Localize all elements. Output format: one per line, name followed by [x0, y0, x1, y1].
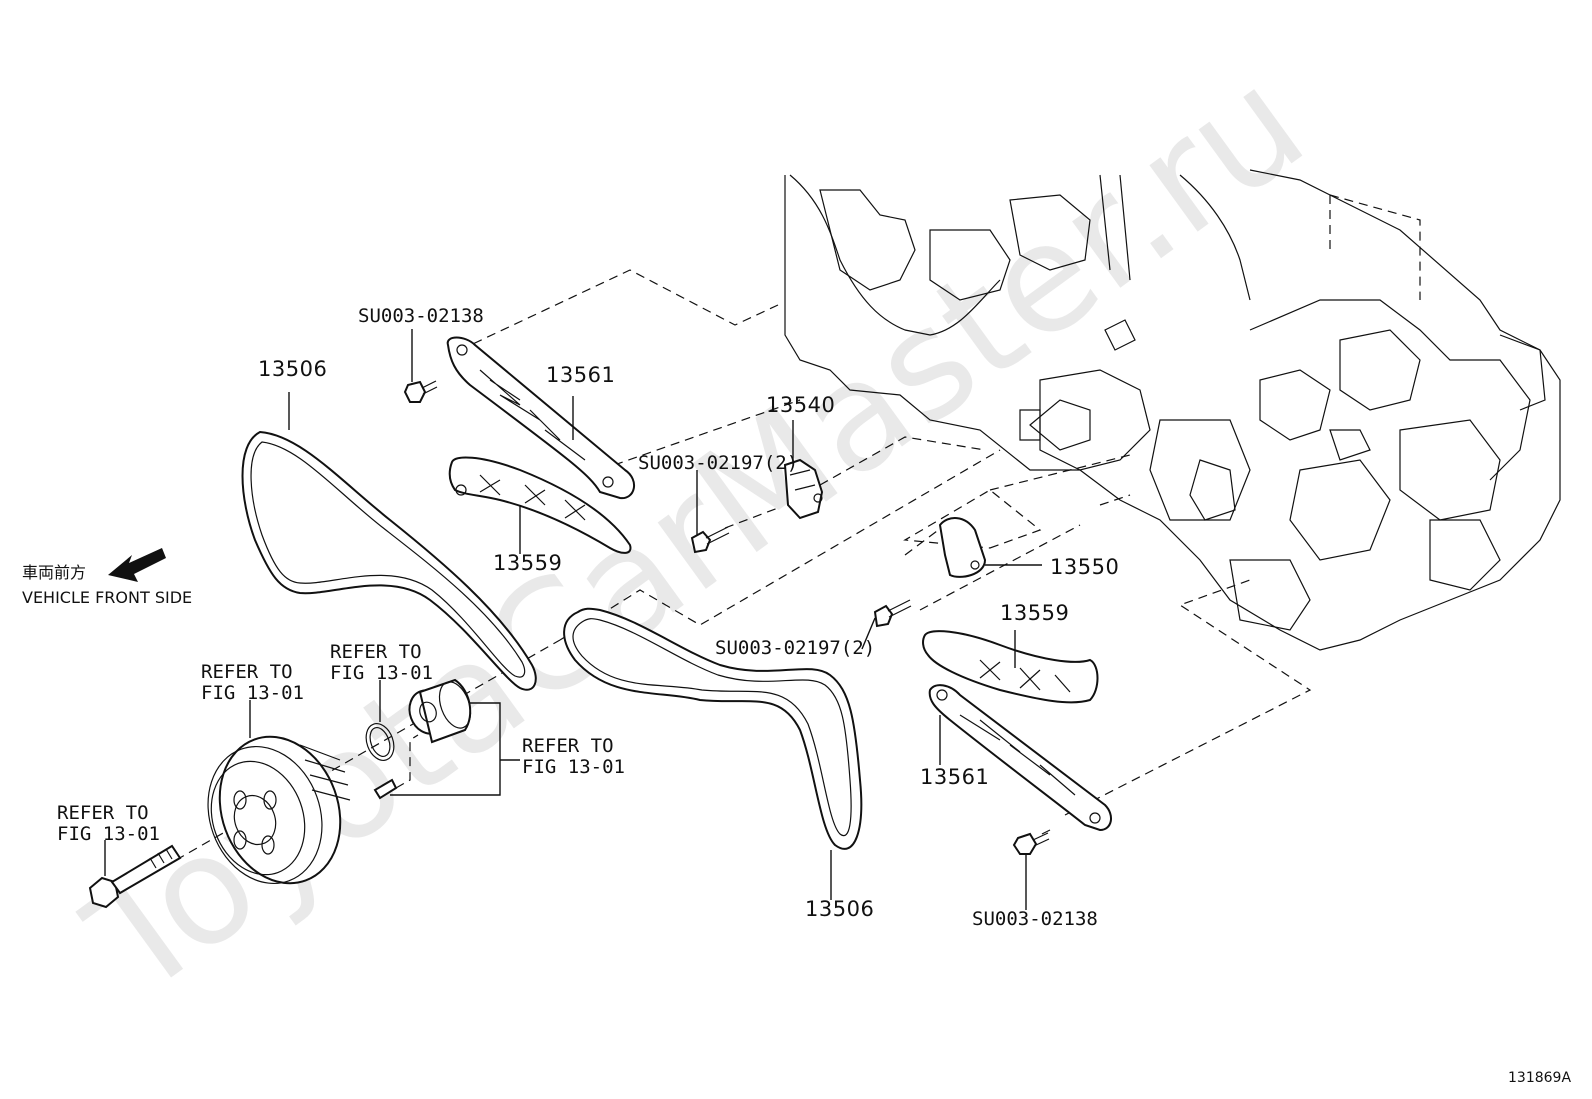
callout-su003-02197-mid: SU003-02197(2): [715, 637, 875, 659]
crankshaft-bolt: [88, 844, 182, 909]
refer-pulley-line1: REFER TO: [201, 661, 293, 683]
timing-chain-13506-right: [563, 607, 863, 850]
front-direction-arrow-icon: [108, 548, 166, 582]
callout-13559-top: 13559: [493, 551, 562, 575]
chain-guide-13559-lower: [922, 630, 1099, 704]
refer-pulley-line2: FIG 13-01: [201, 682, 304, 704]
refer-bolt-line1: REFER TO: [57, 802, 149, 824]
direction-label-en: VEHICLE FRONT SIDE: [22, 588, 192, 607]
refer-idler-line1: REFER TO: [522, 735, 614, 757]
o-ring: [365, 723, 395, 761]
crankshaft-sprocket: [408, 678, 472, 744]
callout-13561-bottom: 13561: [920, 765, 989, 789]
callout-13550: 13550: [1050, 555, 1119, 579]
crankshaft-pulley: [207, 735, 351, 885]
bolt-su003-02138-bottom: [1012, 832, 1050, 855]
refer-bolt-line2: FIG 13-01: [57, 823, 160, 845]
bolt-su003-02197-top: [690, 526, 730, 554]
callout-13506-bottom: 13506: [805, 897, 874, 921]
tensioner-lever-13550: [938, 517, 987, 578]
callout-13506-top: 13506: [258, 357, 327, 381]
callout-su003-02197-top: SU003-02197(2): [638, 452, 798, 474]
direction-label-jp: 車両前方: [22, 563, 86, 582]
timing-chain-13506-left: [241, 430, 537, 691]
refer-idler-line2: FIG 13-01: [522, 756, 625, 778]
woodruff-key: [373, 734, 419, 800]
bolt-su003-02138-top: [403, 380, 438, 403]
callout-13561-top: 13561: [546, 363, 615, 387]
chain-guide-13559-upper: [448, 456, 632, 554]
callout-su003-02138-bottom: SU003-02138: [972, 908, 1098, 930]
chain-tensioner-13540: [783, 458, 824, 520]
refer-oring-line1: REFER TO: [330, 641, 422, 663]
chain-guide-13561-lower: [928, 684, 1112, 832]
chain-guide-13561-upper: [446, 336, 635, 500]
figure-id: 131869A: [1508, 1070, 1571, 1086]
bolt-su003-02197-mid: [873, 599, 912, 628]
callout-13559-right: 13559: [1000, 601, 1069, 625]
callout-su003-02138-top: SU003-02138: [358, 305, 484, 327]
leader-lines: [104, 329, 1042, 910]
engine-block: [784, 169, 1561, 651]
refer-oring-line2: FIG 13-01: [330, 662, 433, 684]
callout-13540: 13540: [766, 393, 835, 417]
